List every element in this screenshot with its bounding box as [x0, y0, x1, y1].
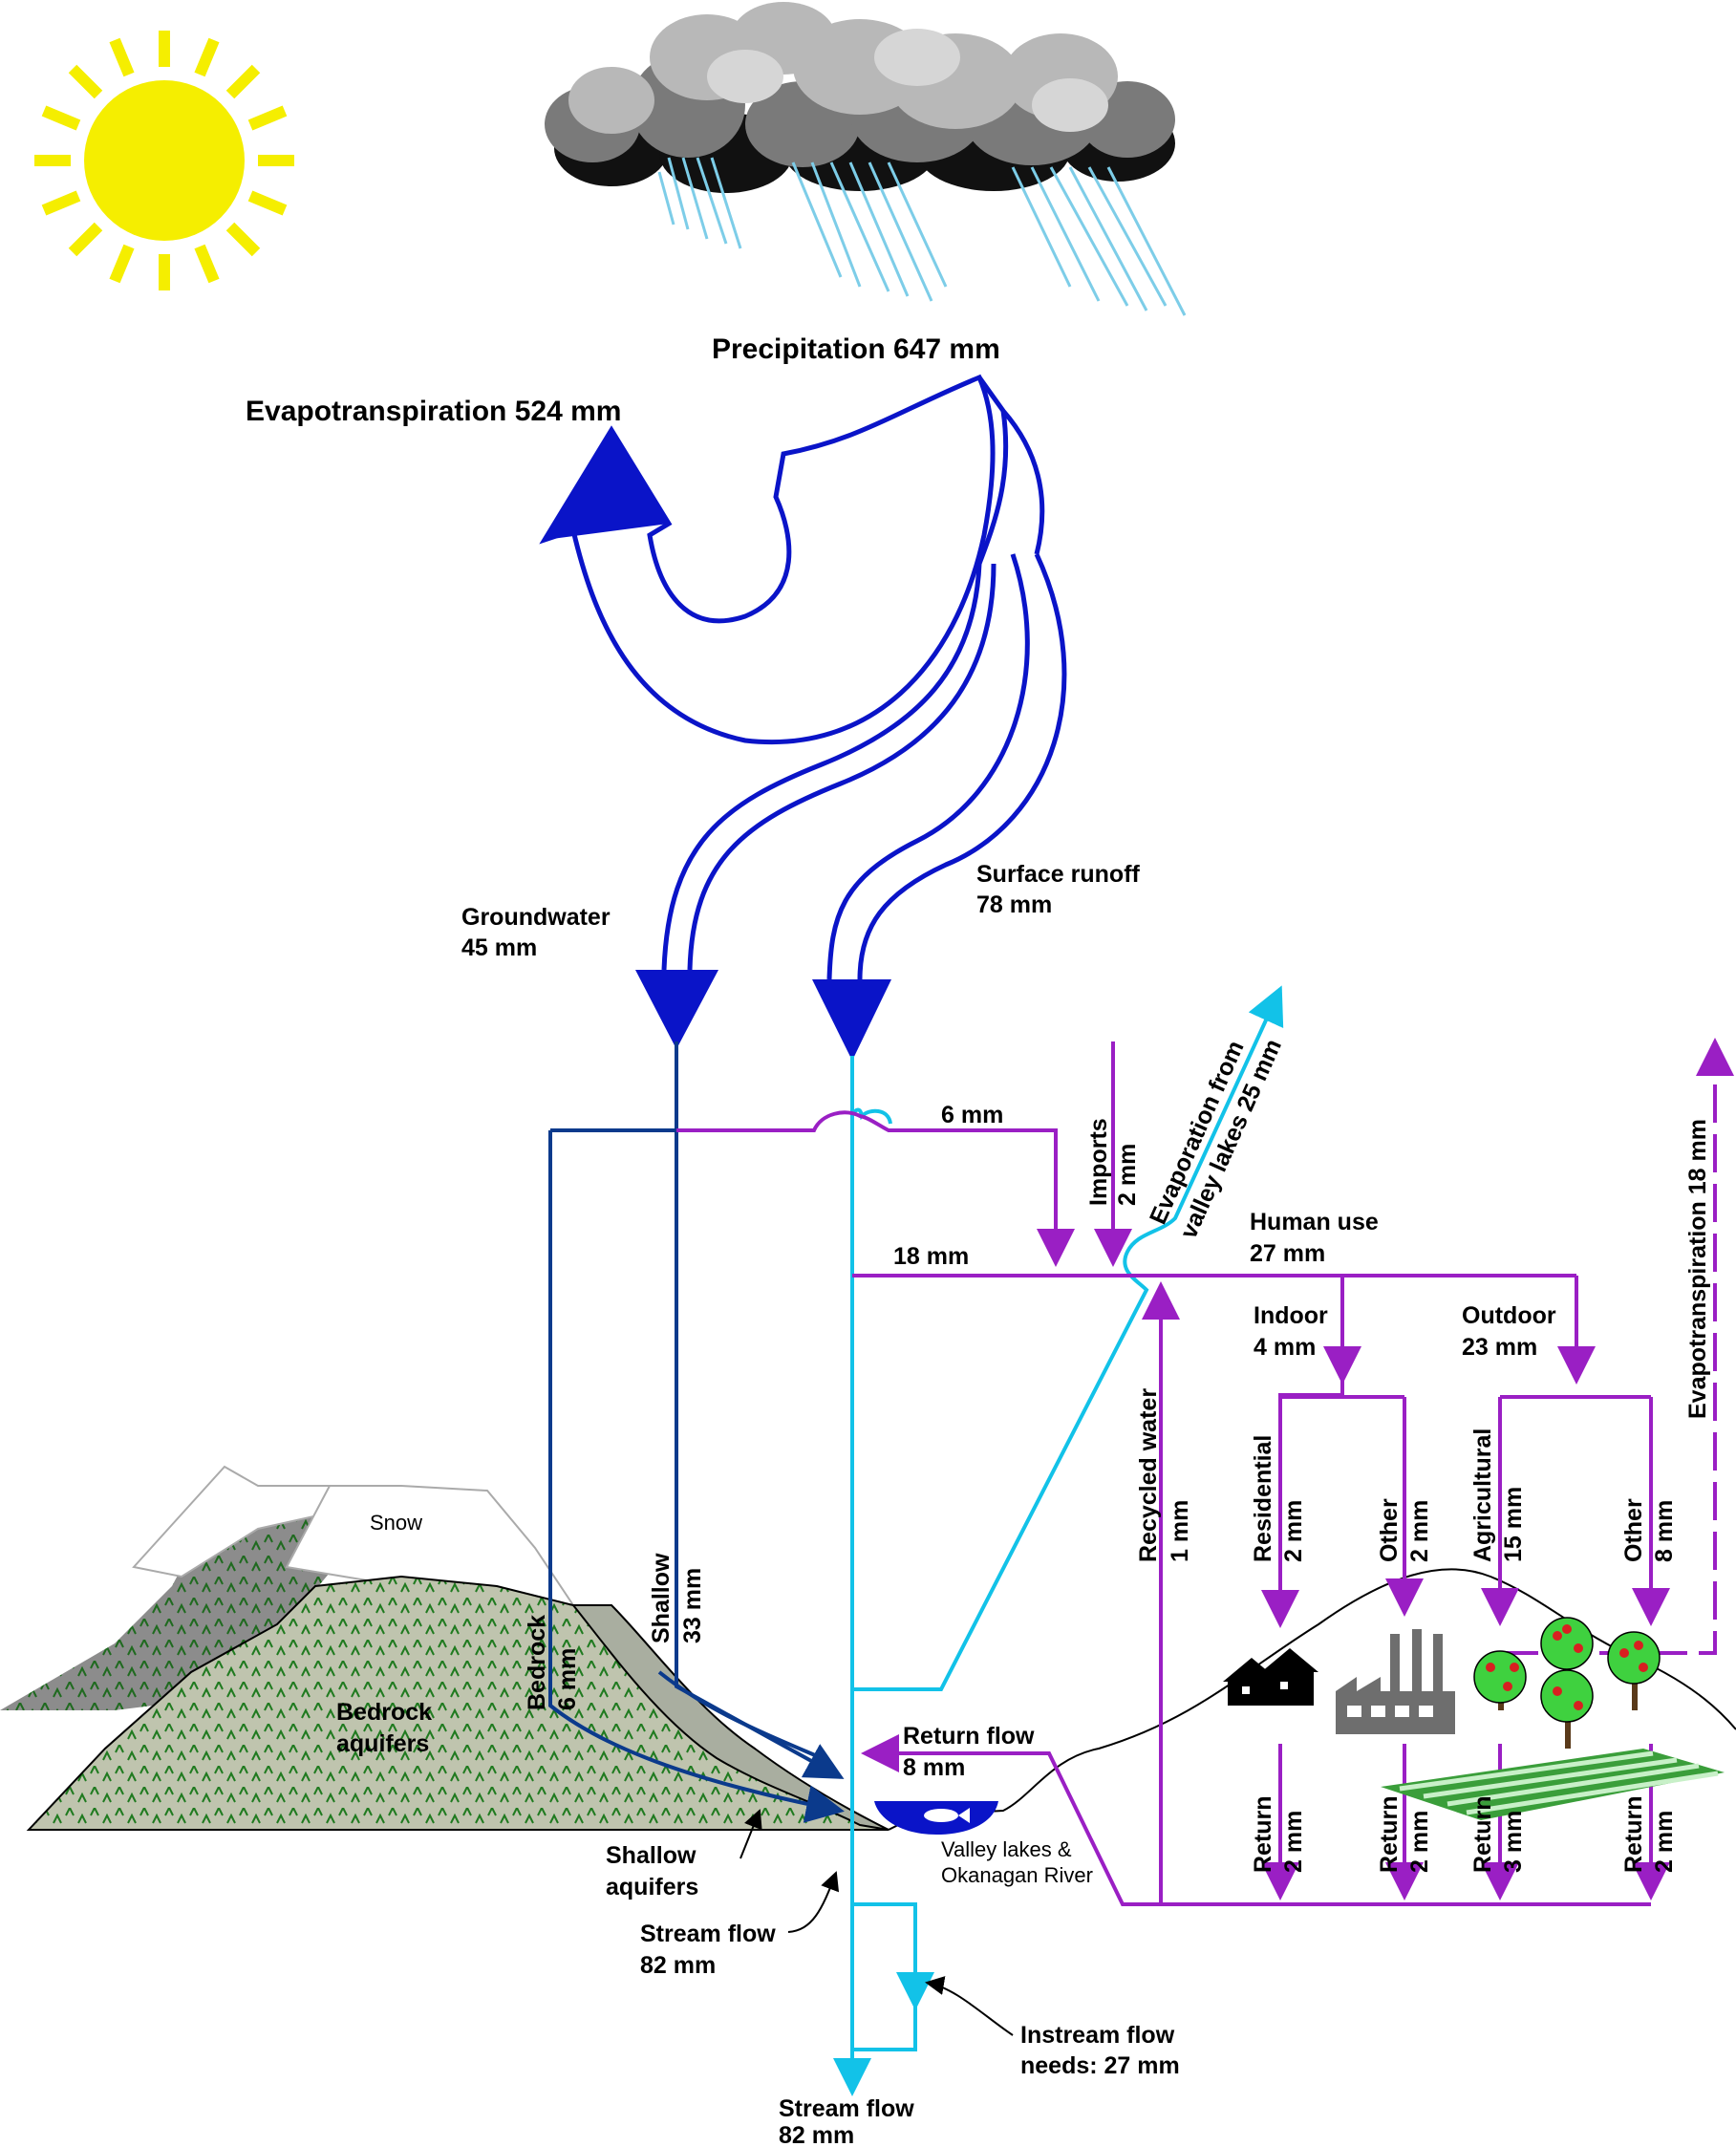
label-stream-flow-mid-name: Stream flow — [640, 1921, 776, 1947]
label-recycled-value: 1 mm — [1167, 1500, 1193, 1562]
label-groundwater-name: Groundwater — [461, 904, 611, 931]
label-imports-value: 2 mm — [1114, 1144, 1141, 1206]
label-residential-name: Residential — [1250, 1435, 1276, 1562]
label-shallow-aquifers-line1: Shallow — [606, 1842, 697, 1869]
label-return-agricultural-word: Return — [1469, 1795, 1496, 1873]
label-evapo-right: Evapotranspiration 18 mm — [1684, 1119, 1711, 1419]
label-shallow-value: 33 mm — [679, 1568, 706, 1643]
surface-runoff-arrow — [826, 552, 1067, 980]
leader-lines — [739, 1809, 1014, 2036]
sun-icon — [34, 31, 294, 290]
label-evapotranspiration: Evapotranspiration 524 mm — [246, 396, 621, 427]
label-return-flow-name: Return flow — [903, 1723, 1035, 1750]
label-stream-flow-bottom-value: 82 mm — [779, 2122, 854, 2147]
label-shallow-name: Shallow — [648, 1553, 675, 1643]
label-return-other-outdoor-value: 2 mm — [1651, 1811, 1678, 1873]
label-bedrock-aquifers-line1: Bedrock — [336, 1699, 432, 1726]
label-agricultural-name: Agricultural — [1469, 1428, 1496, 1562]
label-bedrock-name: Bedrock — [524, 1615, 550, 1710]
label-other-outdoor-name: Other — [1620, 1498, 1647, 1562]
groundwater-arrow — [661, 563, 997, 971]
label-stream-flow-mid-value: 82 mm — [640, 1952, 716, 1979]
label-return-residential-word: Return — [1250, 1795, 1276, 1873]
label-outdoor-value: 23 mm — [1462, 1334, 1537, 1361]
label-other-indoor-name: Other — [1376, 1498, 1403, 1562]
label-other-indoor-value: 2 mm — [1406, 1500, 1433, 1562]
label-return-other-indoor-value: 2 mm — [1406, 1811, 1433, 1873]
label-instream-line1: Instream flow — [1020, 2022, 1175, 2049]
label-residential-value: 2 mm — [1280, 1500, 1307, 1562]
label-instream-line2: needs: 27 mm — [1020, 2052, 1180, 2079]
groundwater-arrowhead — [635, 970, 718, 1049]
label-human-use-value: 27 mm — [1250, 1240, 1325, 1267]
mountains — [0, 1465, 576, 1710]
label-return-agricultural-value: 3 mm — [1500, 1811, 1527, 1873]
rain-icon — [657, 157, 1187, 316]
human-use-lines — [676, 1038, 1734, 1906]
label-return-residential-value: 2 mm — [1280, 1811, 1307, 1873]
cloud-icon — [545, 2, 1175, 193]
label-indoor-name: Indoor — [1254, 1302, 1328, 1329]
label-bedrock-value: 6 mm — [554, 1648, 581, 1710]
surface-runoff-arrowhead — [812, 979, 891, 1061]
label-return-other-outdoor-word: Return — [1620, 1795, 1647, 1873]
house-icon — [1223, 1648, 1318, 1706]
label-surface-runoff-name: Surface runoff — [976, 861, 1141, 888]
label-stream-flow-bottom-name: Stream flow — [779, 2095, 914, 2122]
label-indoor-value: 4 mm — [1254, 1334, 1316, 1361]
factory-icon — [1336, 1629, 1455, 1734]
label-six-mm: 6 mm — [941, 1102, 1003, 1128]
label-bedrock-aquifers-line2: aquifers — [336, 1730, 429, 1757]
label-recycled-name: Recycled water — [1135, 1388, 1162, 1562]
label-valley-lakes-line1: Valley lakes & — [941, 1837, 1072, 1861]
label-return-flow-value: 8 mm — [903, 1754, 965, 1781]
label-outdoor-name: Outdoor — [1462, 1302, 1556, 1329]
evapotranspiration-arrow — [539, 374, 996, 744]
label-precipitation: Precipitation 647 mm — [712, 333, 1000, 365]
orchard-icon — [1473, 1617, 1661, 1749]
fish-icon — [924, 1808, 970, 1823]
label-valley-lakes-line2: Okanagan River — [941, 1863, 1093, 1887]
label-return-other-indoor-word: Return — [1376, 1795, 1403, 1873]
label-groundwater-value: 45 mm — [461, 934, 537, 961]
label-shallow-aquifers-line2: aquifers — [606, 1874, 698, 1900]
label-imports-name: Imports — [1085, 1118, 1112, 1206]
label-snow: Snow — [370, 1511, 422, 1535]
precip-branch-connector — [976, 376, 1045, 565]
label-eighteen-mm: 18 mm — [893, 1243, 969, 1270]
label-other-outdoor-value: 8 mm — [1651, 1500, 1678, 1562]
label-agricultural-value: 15 mm — [1500, 1487, 1527, 1562]
field-icon — [1381, 1749, 1725, 1820]
label-surface-runoff-value: 78 mm — [976, 891, 1052, 918]
label-human-use-name: Human use — [1250, 1209, 1379, 1235]
